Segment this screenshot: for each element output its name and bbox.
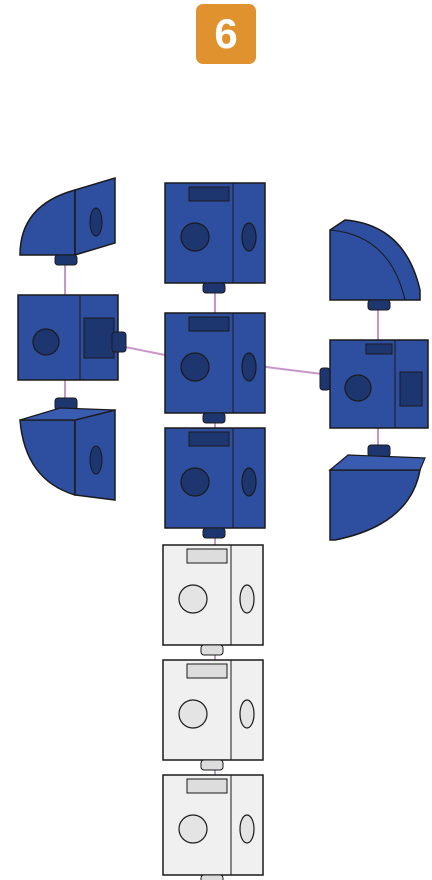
right-connector-cube — [319, 339, 429, 429]
center-blue-cube-3 — [164, 427, 266, 539]
step-number-badge: 6 — [196, 4, 256, 64]
left-quarter-round-bottom — [19, 397, 116, 501]
right-quarter-round-top — [329, 219, 421, 311]
left-connector-cube — [17, 294, 127, 381]
center-white-cube-3 — [162, 774, 264, 880]
left-quarter-round-top — [19, 176, 116, 266]
center-blue-cube-1 — [164, 182, 266, 294]
right-quarter-round-bottom — [328, 444, 426, 541]
center-white-cube-1 — [162, 544, 264, 656]
center-white-cube-2 — [162, 659, 264, 771]
center-blue-cube-2 — [164, 312, 266, 424]
